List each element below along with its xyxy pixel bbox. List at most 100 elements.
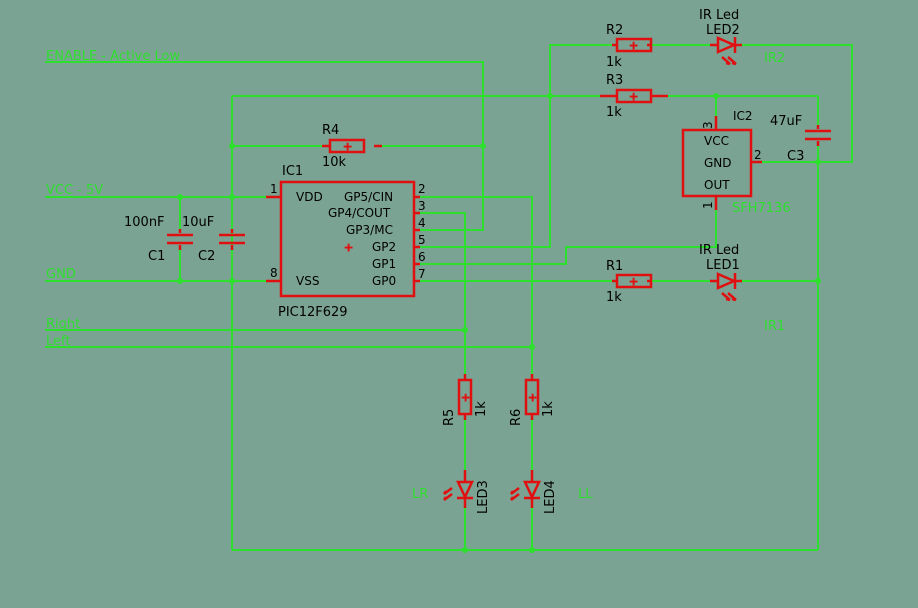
led-led3[interactable]: LED3 <box>442 470 491 514</box>
led1-triangle <box>716 272 738 290</box>
junction <box>529 547 535 553</box>
r4-origin-mark: + <box>343 140 352 153</box>
junction <box>815 159 821 165</box>
c2-name: C2 <box>198 249 215 264</box>
c3-value: 47uF <box>770 114 802 129</box>
ic2-ir-receiver[interactable]: IC2 SFH7136 VCC GND OUT 3 1 2 <box>681 109 791 216</box>
r5-body <box>457 378 473 416</box>
ic1-pin-vss: VSS <box>296 274 319 288</box>
ic2-name: IC2 <box>733 109 753 123</box>
wire-gp5 <box>420 196 533 380</box>
r5-name: R5 <box>442 409 457 426</box>
junction <box>177 194 183 200</box>
r3-value: 1k <box>606 105 622 120</box>
resistor-r3[interactable]: + R3 1k <box>600 73 668 120</box>
ic2-part: SFH7136 <box>732 201 791 216</box>
led1-value: IR Led <box>699 243 739 258</box>
junction <box>547 93 553 99</box>
r4-body <box>328 138 366 154</box>
r2-name: R2 <box>606 23 623 38</box>
net-label-ir1: IR1 <box>764 319 785 334</box>
led-led4[interactable]: LED4 <box>509 470 558 514</box>
ic1-pin-gp3: GP3/MC <box>346 223 393 237</box>
net-label-lr: LR <box>412 487 428 502</box>
ic1-microcontroller[interactable]: + IC1 PIC12F629 VDD VSS GP5/CIN GP4/COUT… <box>266 164 426 320</box>
led3-emission-arrows <box>442 487 453 501</box>
r4-name: R4 <box>322 123 339 138</box>
resistor-r6[interactable]: + R6 1k <box>509 374 556 426</box>
junction <box>177 278 183 284</box>
led3-name: LED3 <box>476 480 491 514</box>
ic1-pin-number-3: 3 <box>418 199 426 213</box>
ic1-pin-gp0: GP0 <box>372 274 396 288</box>
net-label-enable: ENABLE - Active Low <box>46 49 180 64</box>
r2-body <box>615 37 653 53</box>
capacitor-c1[interactable]: 100nF C1 <box>124 215 193 264</box>
led3-triangle <box>456 480 474 500</box>
junction <box>480 143 486 149</box>
ic1-pin-number-8: 8 <box>270 266 278 280</box>
resistor-r2[interactable]: + R2 1k <box>606 23 653 70</box>
resistor-r4[interactable]: + R4 10k <box>322 123 382 170</box>
led2-value: IR Led <box>699 8 739 23</box>
ic1-pin-number-7: 7 <box>418 267 426 281</box>
led2-emission-arrows <box>721 56 737 66</box>
led2-triangle <box>716 36 738 54</box>
led4-triangle <box>523 480 541 500</box>
net-label-vcc: VCC - 5V <box>46 183 103 198</box>
ic1-part: PIC12F629 <box>278 305 348 320</box>
led2-name: LED2 <box>706 23 740 38</box>
ic1-pin-number-5: 5 <box>418 233 426 247</box>
ic1-pin-gp2: GP2 <box>372 240 396 254</box>
resistor-r1[interactable]: + R1 1k <box>606 259 653 305</box>
capacitor-c2[interactable]: 10uF C2 <box>182 215 245 264</box>
led-led2[interactable]: IR Led LED2 <box>699 8 742 66</box>
led-led1[interactable]: IR Led LED1 <box>699 243 742 302</box>
ic1-pin-number-6: 6 <box>418 250 426 264</box>
resistor-r5[interactable]: + R5 1k <box>442 374 489 426</box>
r4-value: 10k <box>322 155 347 170</box>
c2-value: 10uF <box>182 215 214 230</box>
junction <box>229 278 235 284</box>
r1-name: R1 <box>606 259 623 274</box>
ic1-pin-number-1: 1 <box>270 182 278 196</box>
led4-emission-arrows <box>509 487 520 501</box>
ic1-pin-gp1: GP1 <box>372 257 396 271</box>
c3-name: C3 <box>787 149 804 164</box>
ic1-pin-gp5: GP5/CIN <box>344 190 393 204</box>
junction <box>462 547 468 553</box>
led1-name: LED1 <box>706 258 740 273</box>
ic1-pin-vdd: VDD <box>296 190 323 204</box>
r1-origin-mark: + <box>629 275 638 288</box>
r1-body <box>615 273 653 289</box>
ic1-body <box>279 180 416 298</box>
net-label-left: Left <box>46 334 70 349</box>
led1-emission-arrows <box>721 292 737 302</box>
ic2-pin-number-1: 1 <box>701 201 715 209</box>
net-label-right: Right <box>46 317 80 332</box>
net-labels: ENABLE - Active Low VCC - 5V GND Right L… <box>46 49 785 502</box>
r3-name: R3 <box>606 73 623 88</box>
junction <box>229 143 235 149</box>
junction <box>713 93 719 99</box>
ic1-name: IC1 <box>282 164 303 179</box>
r3-body <box>615 88 653 104</box>
r6-name: R6 <box>509 409 524 426</box>
ic2-pin-gnd: GND <box>704 156 732 170</box>
capacitor-c3[interactable]: 47uF C3 <box>770 114 831 164</box>
ic1-pin-number-4: 4 <box>418 216 426 230</box>
ic2-pin-number-2: 2 <box>754 148 762 162</box>
r6-origin-mark: + <box>528 391 537 404</box>
c1-value: 100nF <box>124 215 165 230</box>
wire-gp1 <box>420 200 717 265</box>
wires <box>45 44 853 551</box>
r2-value: 1k <box>606 55 622 70</box>
junctions <box>177 93 821 553</box>
net-label-ll: LL <box>578 487 593 502</box>
c1-name: C1 <box>148 249 165 264</box>
junction <box>815 278 821 284</box>
wire-gp2 <box>420 44 612 248</box>
wire-led2-ic2 <box>742 44 853 163</box>
junction <box>529 344 535 350</box>
ic1-origin-mark: + <box>344 241 353 254</box>
